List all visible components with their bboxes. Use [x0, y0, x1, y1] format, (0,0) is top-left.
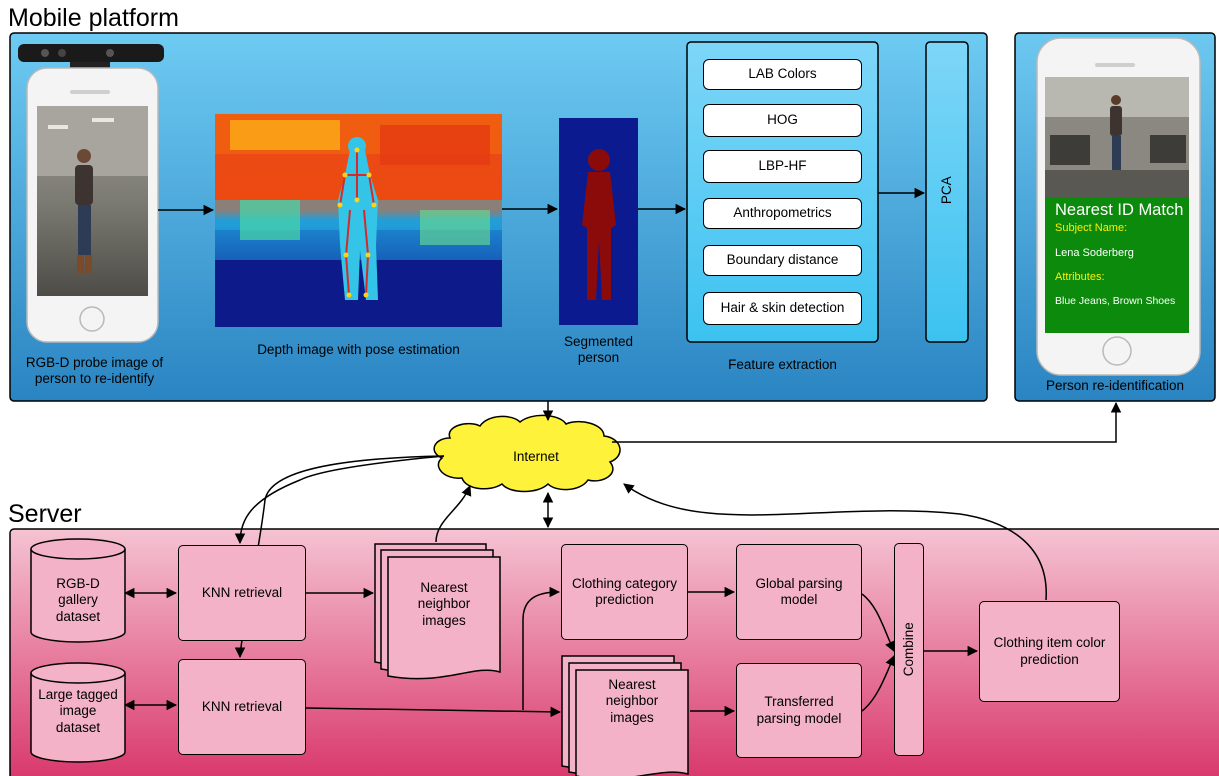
feature-hog: HOG	[703, 104, 862, 137]
db-large-label: Large tagged image dataset	[38, 687, 118, 735]
match-attributes-value: Blue Jeans, Brown Shoes	[1055, 295, 1176, 307]
reid-caption: Person re-identification	[1045, 378, 1185, 393]
pca-label: PCA	[938, 176, 954, 205]
connectors	[123, 187, 1122, 718]
match-heading: Nearest ID Match	[1055, 201, 1184, 219]
arrow-color-to-internet	[623, 483, 1047, 601]
segmented-caption: Segmented person	[563, 334, 634, 366]
feature-hair-skin: Hair & skin detection	[703, 292, 862, 325]
feature-boundary-distance: Boundary distance	[703, 245, 862, 276]
probe-phone	[26, 67, 159, 343]
clothing-category-box: Clothing category prediction	[561, 544, 688, 640]
global-parsing-box: Global parsing model	[736, 544, 862, 640]
nn-images-stack-top	[374, 543, 501, 680]
kinect-sensor-icon	[18, 44, 164, 72]
match-attributes-label: Attributes:	[1055, 271, 1105, 283]
arrow-transferred-to-combine	[861, 655, 896, 712]
arrow-global-to-combine	[861, 593, 895, 652]
clothing-color-box: Clothing item color prediction	[979, 601, 1120, 702]
large-tagged-db-icon	[30, 662, 126, 763]
combine-label: Combine	[900, 622, 916, 677]
combine-box: Combine	[894, 543, 924, 756]
feature-anthropometrics: Anthropometrics	[703, 198, 862, 229]
rgbd-gallery-db-icon	[30, 538, 126, 643]
depth-image	[215, 114, 502, 327]
nn-images-stack-bottom	[561, 655, 689, 776]
arrow-nn-top-to-internet	[435, 485, 472, 543]
arrow-internet-to-knn-top	[234, 455, 445, 545]
feature-lab-colors: LAB Colors	[703, 59, 862, 90]
knn-retrieval-top: KNN retrieval	[178, 545, 306, 641]
arrow-internet-to-reid	[612, 401, 1122, 443]
probe-caption: RGB-D probe image of person to re-identi…	[25, 355, 164, 387]
match-subject-value: Lena Soderberg	[1055, 247, 1134, 259]
db-rgbd-label: RGB-D gallery dataset	[55, 576, 101, 624]
arrow-knn2-to-nn2	[305, 706, 562, 718]
server-title: Server	[8, 500, 82, 528]
pca-box	[925, 41, 969, 343]
arrow-knn2-to-clothing	[522, 586, 561, 710]
internet-cloud	[433, 414, 621, 493]
reid-phone	[1036, 37, 1201, 376]
mobile-platform-title: Mobile platform	[8, 4, 179, 32]
feature-lbp-hf: LBP-HF	[703, 150, 862, 183]
nn-images-top-label: Nearest neighbor images	[417, 580, 471, 628]
knn-retrieval-bottom: KNN retrieval	[178, 659, 306, 755]
internet-label: Internet	[513, 449, 559, 464]
feature-caption: Feature extraction	[728, 357, 837, 372]
nn-images-bottom-label: Nearest neighbor images	[605, 677, 659, 725]
depth-caption: Depth image with pose estimation	[257, 342, 460, 357]
segmented-person-image	[559, 118, 638, 325]
match-subject-label: Subject Name:	[1055, 222, 1128, 234]
transferred-parsing-box: Transferred parsing model	[736, 663, 862, 758]
